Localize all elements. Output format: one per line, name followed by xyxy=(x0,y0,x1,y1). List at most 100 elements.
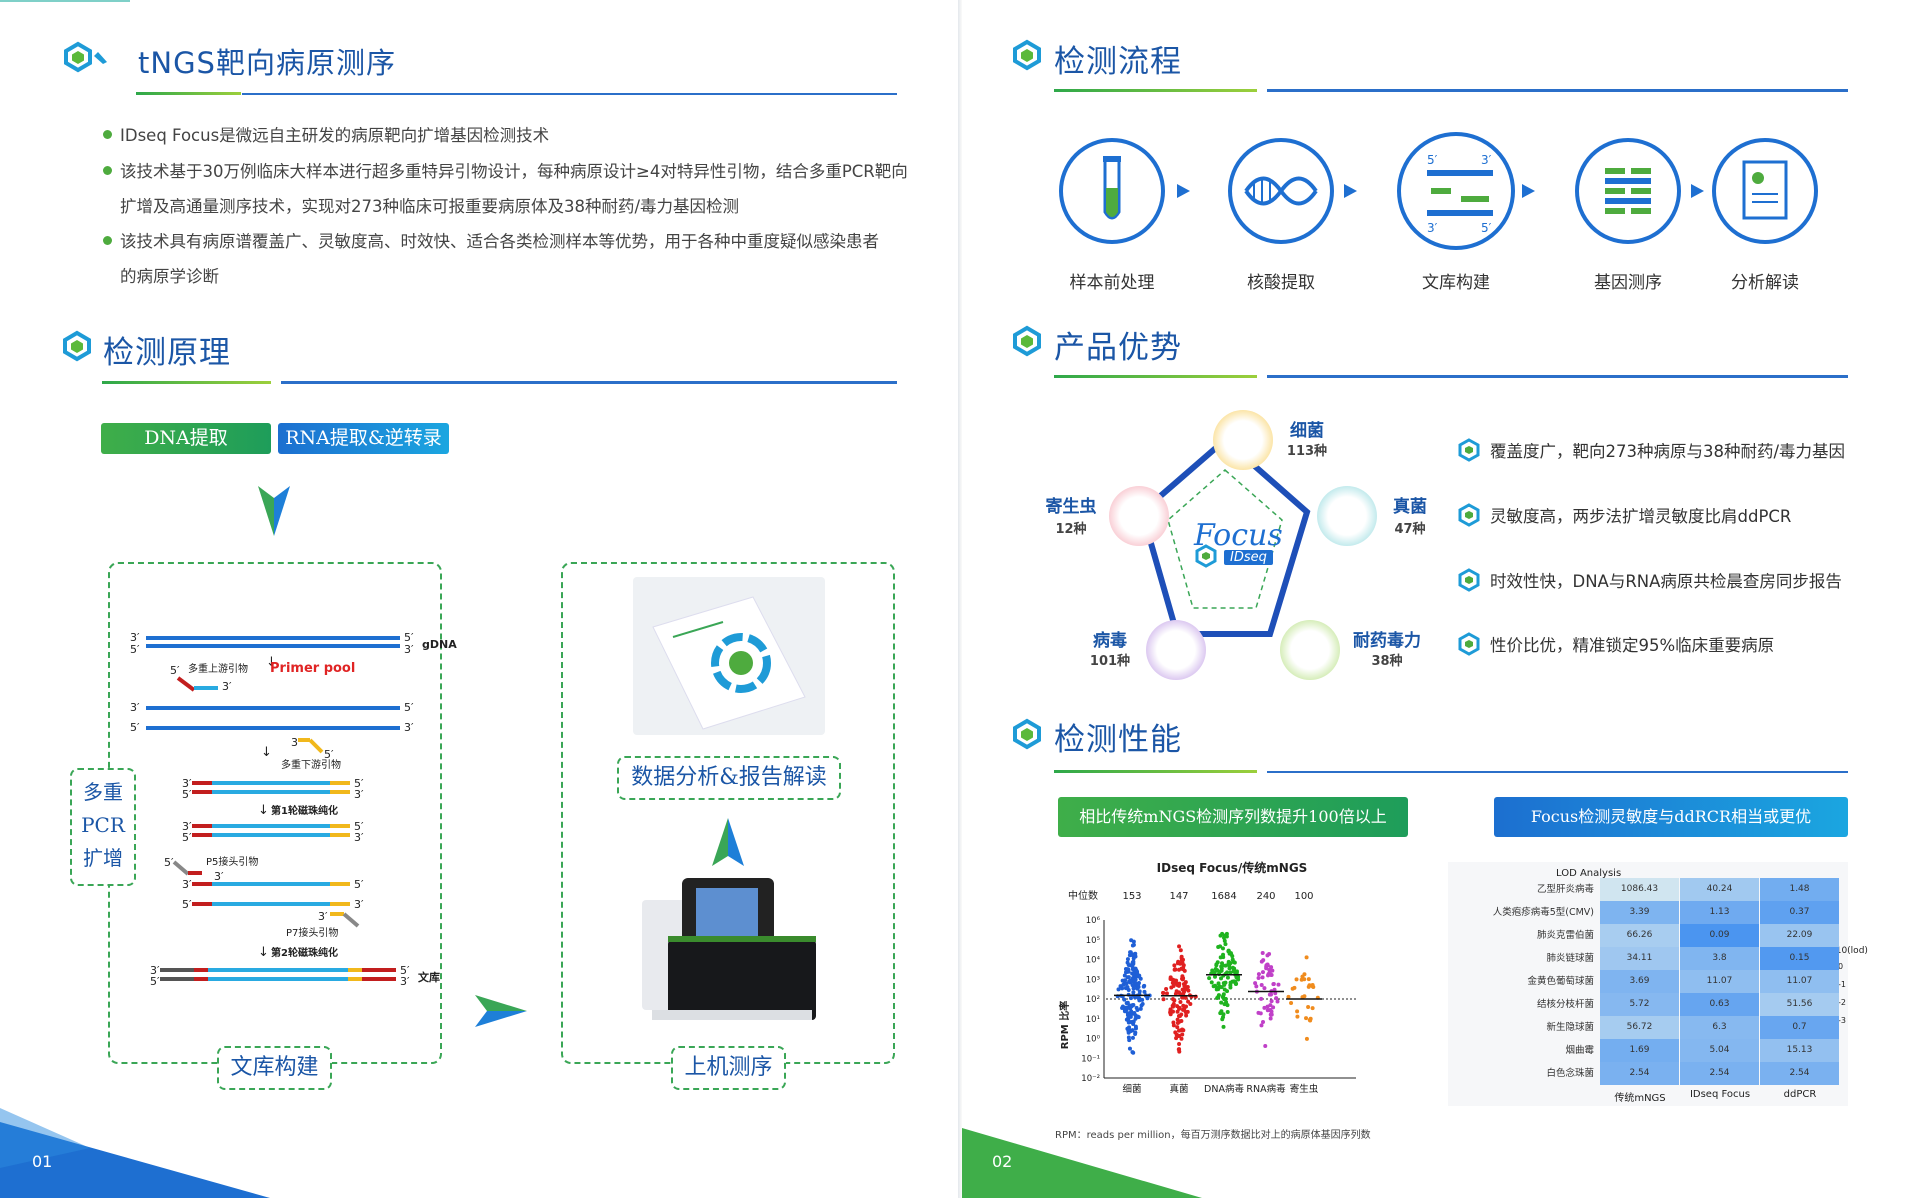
scatter-point xyxy=(1276,982,1281,987)
scatter-point xyxy=(1122,997,1127,1002)
svg-text:3′: 3′ xyxy=(354,788,364,801)
scatter-point xyxy=(1224,931,1229,936)
title-underline-green xyxy=(136,92,241,95)
scatter-point xyxy=(1177,1041,1182,1046)
svg-text:3′: 3′ xyxy=(404,721,414,734)
svg-text:5′: 5′ xyxy=(354,777,364,790)
category-label: 寄生虫 xyxy=(1290,1083,1319,1095)
scatter-point xyxy=(1269,973,1274,978)
p5-label: P5接头引物 xyxy=(206,855,258,868)
scatter-point xyxy=(1168,977,1173,982)
scatter-point xyxy=(1219,1000,1224,1005)
scatter-point xyxy=(1230,954,1235,959)
adv-bullet-icon-4 xyxy=(1458,632,1480,656)
scatter-point xyxy=(1258,1011,1263,1016)
library-label: 文库 xyxy=(418,970,440,984)
y-tick-label: 10¹ xyxy=(1086,1015,1100,1025)
scatter-point xyxy=(1130,964,1135,969)
scatter-point xyxy=(1135,1014,1140,1019)
idseq-logo-text: IDseq xyxy=(1224,550,1273,565)
node-virus-name: 病毒 xyxy=(1093,631,1127,651)
scatter-point xyxy=(1259,959,1264,964)
report-label: 数据分析&报告解读 xyxy=(617,756,841,800)
scatter-point xyxy=(1175,1025,1180,1030)
svg-text:5′: 5′ xyxy=(324,748,334,761)
category-label: 细菌 xyxy=(1122,1083,1141,1095)
legend-tick-2: -2 xyxy=(1838,998,1846,1007)
svg-text:5′: 5′ xyxy=(404,631,414,644)
page-number-right: 02 xyxy=(992,1152,1013,1171)
bullet-1: IDseq Focus是微远自主研发的病原靶向扩增基因检测技术 xyxy=(103,118,549,153)
svg-text:5′: 5′ xyxy=(150,975,160,988)
scatter-point xyxy=(1181,1028,1186,1033)
heatmap-cell: 1.48 xyxy=(1760,878,1839,901)
scatter-point xyxy=(1236,974,1241,979)
legend-tick-0: 0 xyxy=(1838,962,1844,971)
scatter-point xyxy=(1228,983,1233,988)
scatter-point xyxy=(1233,981,1238,986)
scatter-point xyxy=(1136,982,1141,987)
svg-text:5′: 5′ xyxy=(354,820,364,833)
scatter-point xyxy=(1127,1025,1132,1030)
flow-arrow-3 xyxy=(1522,184,1535,198)
library-strand-icon: 5′3′3′5′ xyxy=(1427,153,1493,235)
slash-mark-icon xyxy=(94,52,107,64)
scatter-point xyxy=(1228,970,1233,975)
heatmap-cell: 6.3 xyxy=(1680,1016,1759,1039)
svg-text:5′: 5′ xyxy=(400,964,410,977)
scatter-point xyxy=(1177,944,1182,949)
scatter-point xyxy=(1253,981,1258,986)
scatter-point xyxy=(1299,977,1304,982)
y-tick-label: 10⁶ xyxy=(1086,916,1101,926)
advantage-3: 时效性快，DNA与RNA病原共检晨查房同步报告 xyxy=(1490,572,1842,591)
y-tick-label: 10⁰ xyxy=(1086,1035,1101,1045)
scatter-point xyxy=(1225,975,1230,980)
svg-text:3′: 3′ xyxy=(182,777,192,790)
heatmap-cell: 0.37 xyxy=(1760,901,1839,924)
focus-hex-icon xyxy=(1195,544,1217,568)
scatter-point xyxy=(1169,985,1174,990)
up-arrow-icon xyxy=(712,818,744,866)
scatter-point xyxy=(1120,986,1125,991)
scatter-point xyxy=(1226,962,1231,967)
top-accent xyxy=(0,0,130,2)
scatter-point xyxy=(1225,989,1230,994)
corner-wave xyxy=(0,1108,270,1198)
scatter-point xyxy=(1138,976,1143,981)
scatter-point xyxy=(1271,1005,1276,1010)
scatter-point xyxy=(1306,977,1311,982)
flow-step-sample-circle xyxy=(1059,138,1165,244)
pcr-diagram: 3′5′ 5′3′ gDNA ↓ Primer pool 5′ 多重上游引物 3… xyxy=(130,631,457,988)
scatter-point xyxy=(1294,977,1299,982)
section-title-principle: 检测原理 xyxy=(103,335,231,371)
amplicon-1: 3′5′5′3′ xyxy=(182,777,364,801)
test-tube-icon xyxy=(1103,156,1121,220)
scatter-point xyxy=(1174,1032,1179,1037)
corner-wave-right xyxy=(962,1128,1202,1198)
right-page: 检测流程 5′3′3′5′ 样本前处理 核酸提取 文库构建 基因测序 分析解读 … xyxy=(962,0,1920,1198)
parasite-node-icon xyxy=(1109,486,1169,546)
heatmap-cell: 3.8 xyxy=(1680,947,1759,970)
svg-text:↓: ↓ xyxy=(261,745,272,760)
scatter-point xyxy=(1262,1005,1267,1010)
flow-label-3: 文库构建 xyxy=(1422,273,1490,293)
scatter-point xyxy=(1259,1023,1264,1028)
scatter-point xyxy=(1265,1004,1270,1009)
heatmap-cell: 34.11 xyxy=(1600,947,1679,970)
scatter-point xyxy=(1267,992,1272,997)
scatter-point xyxy=(1212,970,1217,975)
y-tick-label: 10⁻² xyxy=(1081,1074,1100,1084)
scatter-point xyxy=(1180,974,1185,979)
virus-node-icon xyxy=(1146,620,1206,680)
y-tick-label: 10³ xyxy=(1086,975,1100,985)
flow-label-5: 分析解读 xyxy=(1731,273,1799,293)
scatter-point xyxy=(1216,984,1221,989)
scatter-point xyxy=(1231,969,1236,974)
scatter-point xyxy=(1268,1016,1273,1021)
scatter-point xyxy=(1220,946,1225,951)
heatmap-cell: 11.07 xyxy=(1680,970,1759,993)
book-spine xyxy=(958,0,962,1198)
scatter-point xyxy=(1270,968,1275,973)
scatter-point xyxy=(1130,943,1135,948)
scatter-point xyxy=(1127,1046,1132,1051)
